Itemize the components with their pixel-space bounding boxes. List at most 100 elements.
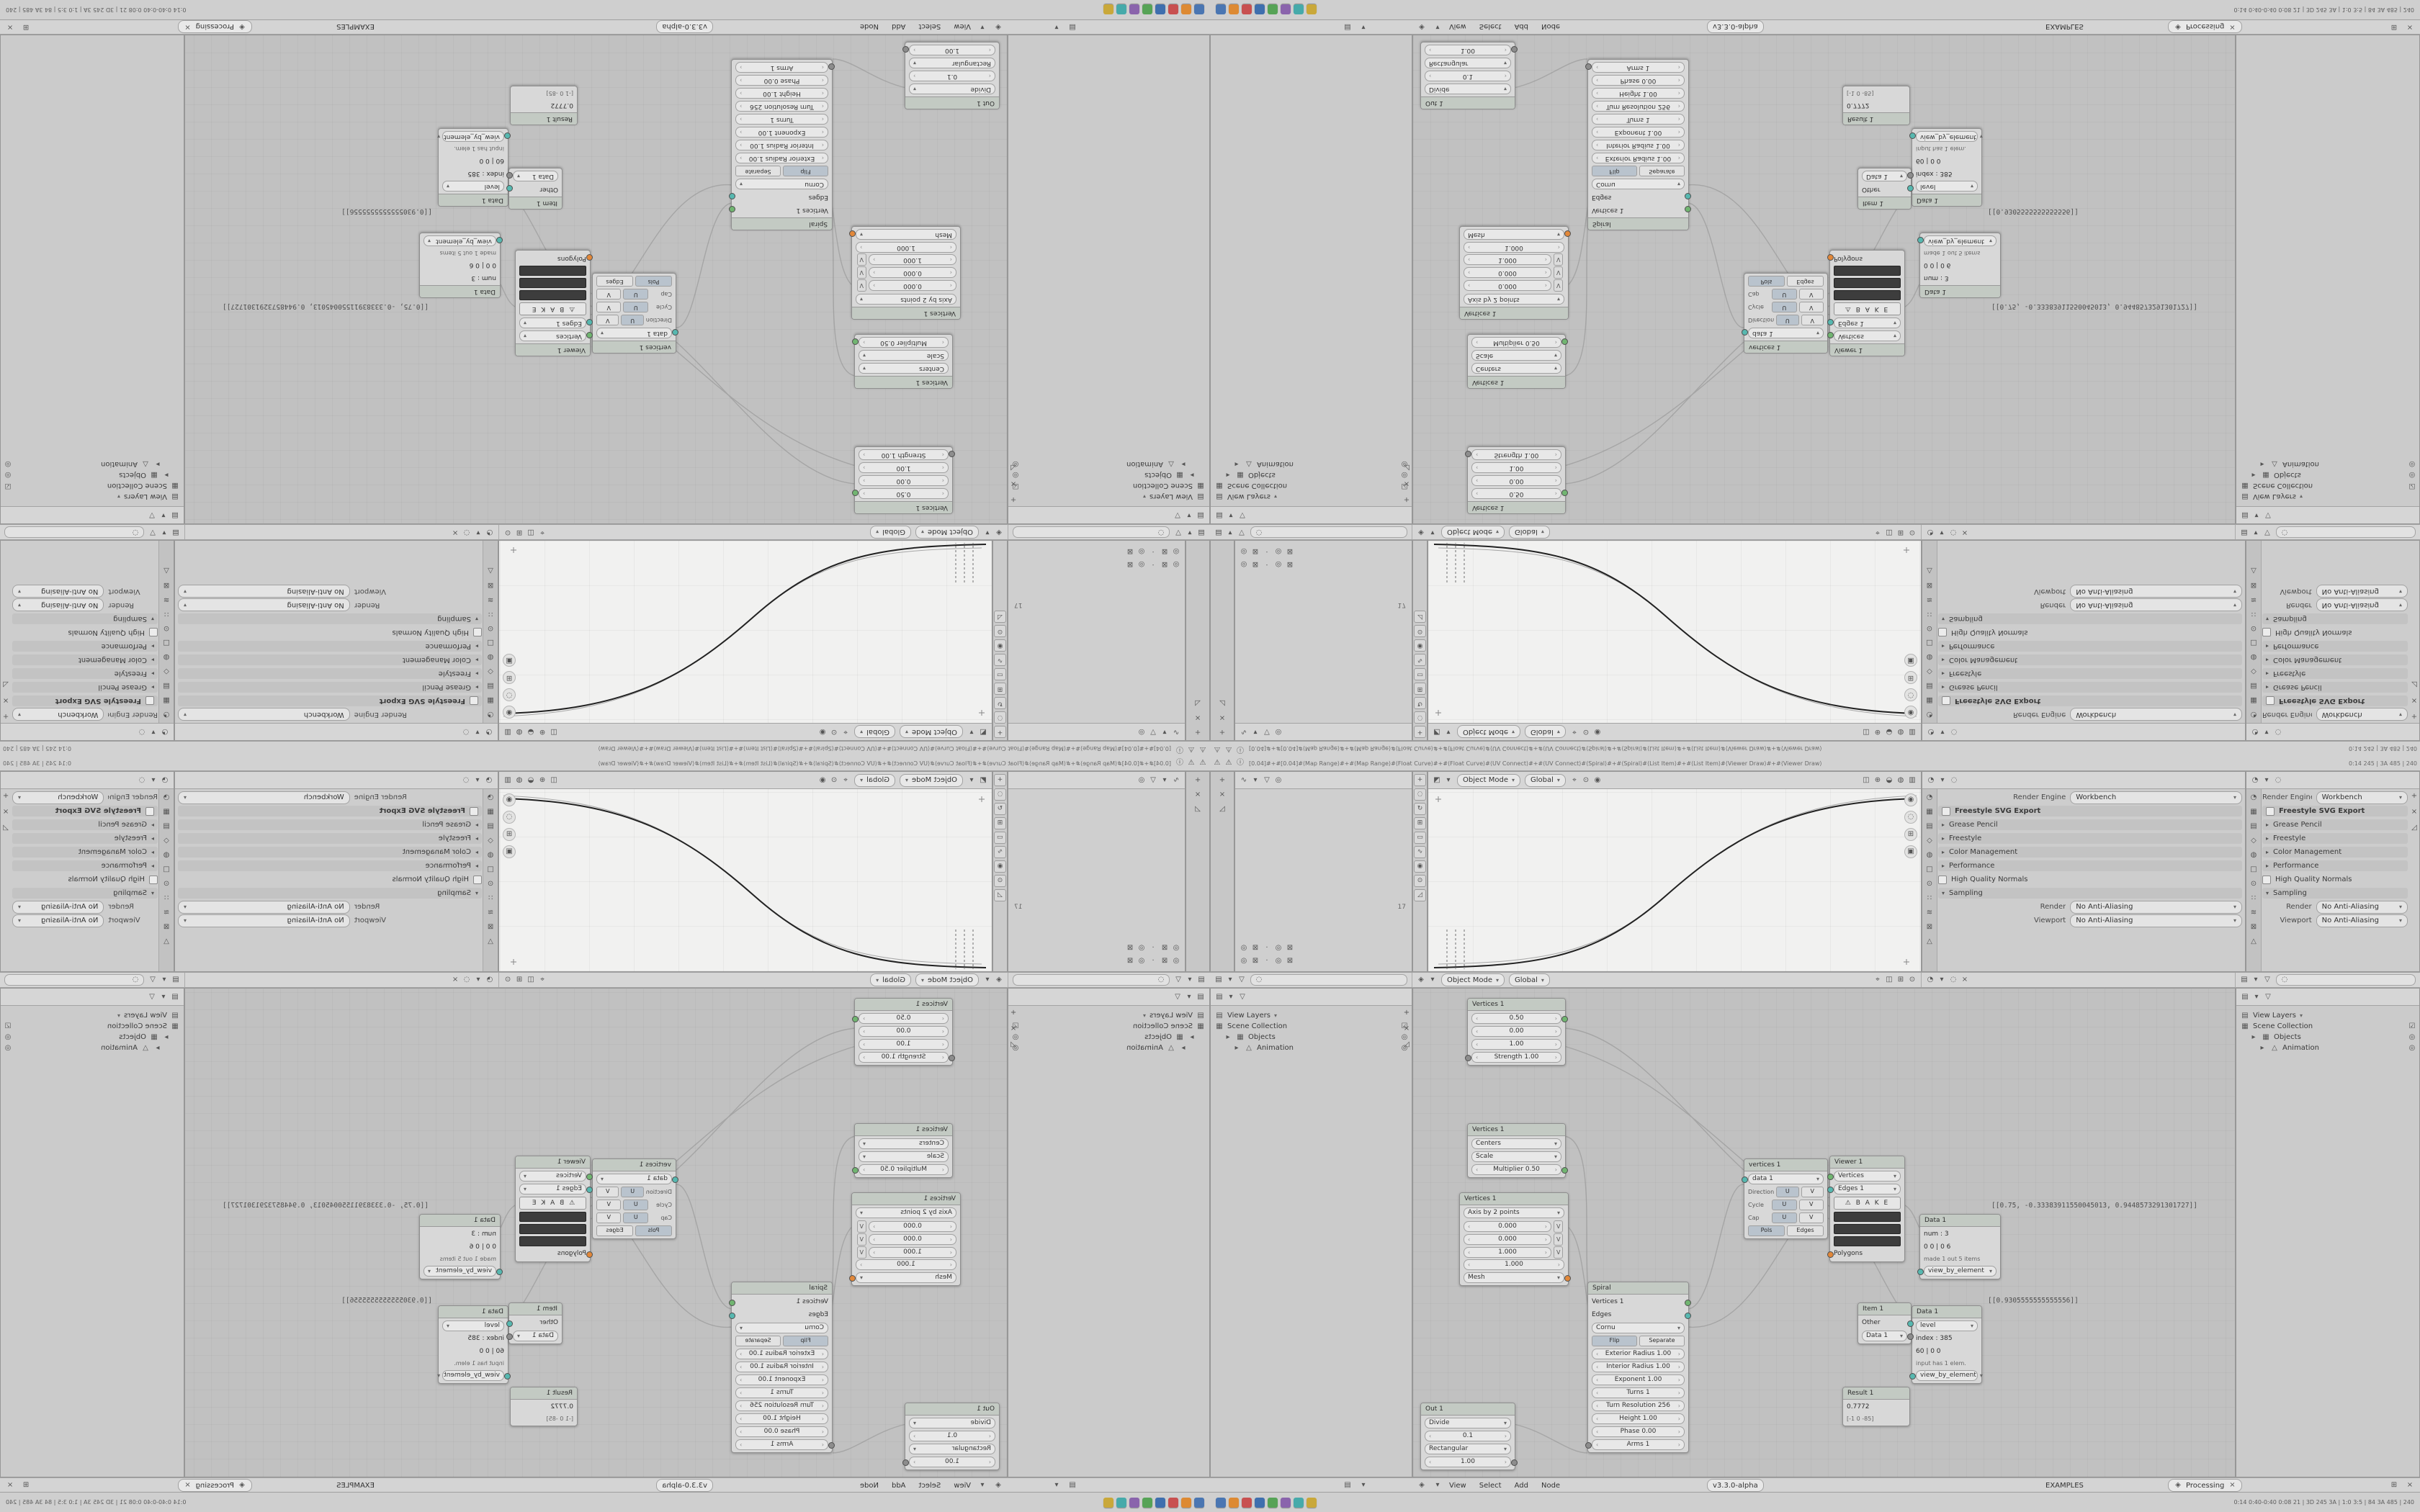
menu-view[interactable]: View <box>954 22 971 31</box>
modifier-icon[interactable]: ⊙ <box>1926 880 1933 888</box>
socket[interactable] <box>506 1320 513 1327</box>
panel-grease-pencil[interactable]: ▸Grease Pencil <box>2262 682 2408 693</box>
plus-icon[interactable]: + <box>1403 495 1410 503</box>
panel-sampling[interactable]: ▾Sampling <box>12 613 158 624</box>
mode-select[interactable]: Object Mode▾ <box>1457 773 1521 787</box>
node-field[interactable]: ‹1.00› <box>1471 1039 1561 1050</box>
panel-freestyle-svg[interactable]: Freestyle SVG Export <box>2262 696 2408 706</box>
overlay-icon[interactable]: ◫ <box>1863 728 1870 737</box>
socket[interactable] <box>506 172 513 179</box>
socket[interactable] <box>1561 1167 1568 1174</box>
node-header[interactable]: vertices 1 <box>593 1159 676 1171</box>
node-header[interactable]: Data 1 <box>420 285 500 297</box>
color-swatch[interactable] <box>519 1236 586 1246</box>
node-field[interactable]: ‹Turns 1› <box>1592 1387 1685 1398</box>
eye-icon[interactable]: ◎ <box>4 1043 12 1052</box>
editor-outliner-icon[interactable]: ▤ <box>1215 528 1222 536</box>
hq-normals-row[interactable]: High Quality Normals <box>2262 627 2408 638</box>
filter-icon[interactable]: ▽ <box>149 511 155 520</box>
shading-icon[interactable]: ◒ <box>527 775 534 784</box>
output-icon[interactable]: ▦ <box>1926 696 1933 704</box>
panel-freestyle[interactable]: ▸ Freestyle <box>1938 668 2242 679</box>
render-aa-select[interactable]: No Anti-Aliasing▾ <box>2316 900 2408 914</box>
socket[interactable] <box>1742 329 1748 336</box>
panel-performance[interactable]: ▸Performance <box>12 641 158 652</box>
grid-icon[interactable]: ⊞ <box>516 528 523 536</box>
node-field[interactable]: ‹1.000› <box>1464 242 1564 253</box>
close-icon[interactable]: × <box>6 1481 14 1489</box>
info-icon[interactable]: ⓘ <box>1237 745 1244 753</box>
modifier-icon[interactable]: ⊙ <box>2250 624 2257 632</box>
node-dropdown[interactable]: Vertices▾ <box>519 330 593 341</box>
xray-icon[interactable]: ▥ <box>1909 775 1916 784</box>
hq-normals-row[interactable]: High Quality Normals <box>178 874 482 885</box>
socket[interactable] <box>729 193 735 199</box>
viewlayer-icon[interactable]: ▤ <box>487 682 494 690</box>
toggle-option[interactable]: Separate <box>1639 1336 1685 1346</box>
search-icon[interactable]: ◌ <box>138 728 145 737</box>
corner-icon[interactable]: ◿ <box>2411 824 2417 832</box>
color-swatch[interactable] <box>1834 1212 1901 1222</box>
node-header[interactable]: Vertices 1 <box>855 1124 952 1136</box>
output-icon[interactable]: ▦ <box>487 696 494 704</box>
node-field[interactable]: ‹0.50› <box>852 1013 949 1024</box>
node-dropdown[interactable]: data 1▾ <box>596 328 678 338</box>
taskbar-icon[interactable] <box>1168 1497 1178 1508</box>
node-header[interactable]: Out 1 <box>905 1403 999 1416</box>
panel-grease-pencil[interactable]: ▸Grease Pencil <box>12 819 158 830</box>
toggle-option[interactable]: Pols <box>1748 1225 1785 1236</box>
editor-outliner-icon[interactable]: ▤ <box>2241 992 2249 1001</box>
particles-icon[interactable]: ∷ <box>1927 894 1932 902</box>
constraint-icon[interactable]: ⊠ <box>163 581 170 589</box>
filter-icon[interactable]: ▽ <box>2264 976 2270 984</box>
data-icon[interactable]: △ <box>163 567 169 575</box>
axis-tag[interactable]: V <box>1554 279 1564 292</box>
close-icon[interactable]: × <box>1194 714 1201 721</box>
physics-icon[interactable]: ≋ <box>2250 595 2257 603</box>
shading-icon[interactable]: ◒ <box>1886 728 1893 737</box>
viewlayer-icon[interactable]: ▤ <box>163 682 170 690</box>
editor-outliner-icon[interactable]: ▤ <box>1216 511 1223 520</box>
close-icon[interactable]: × <box>2411 808 2418 816</box>
node-dropdown[interactable]: Mesh▾ <box>1464 229 1571 240</box>
filter-icon[interactable]: ▽ <box>2265 511 2271 520</box>
node-field[interactable]: ‹1.00› <box>1471 462 1561 473</box>
panel-sampling[interactable]: ▾ Sampling <box>1938 613 2242 624</box>
proportional-icon[interactable]: ◉ <box>1594 775 1601 784</box>
panel-sampling[interactable]: ▾ Sampling <box>1938 888 2242 899</box>
tool-button-2[interactable]: ◌ <box>1414 711 1426 724</box>
dot-icon[interactable]: · <box>1152 944 1155 952</box>
corner-icon[interactable]: ◿ <box>1219 699 1225 707</box>
outliner-row-scene-collection[interactable]: ▦ Scene Collection ☑ <box>1012 1022 1204 1031</box>
info-icon[interactable]: ⓘ <box>1176 759 1183 767</box>
snap-icon[interactable]: ⊙ <box>504 976 511 984</box>
outliner-row-objects[interactable]: ▸ ▦ Objects ◎ <box>4 1032 179 1043</box>
eye-icon[interactable]: ◎ <box>2408 1032 2416 1041</box>
close-icon[interactable]: × <box>2229 23 2236 31</box>
chevron-down-icon[interactable]: ▾ <box>1054 1481 1059 1489</box>
menu-add[interactable]: Add <box>892 22 906 31</box>
tool-button-7[interactable]: ◉ <box>1414 860 1426 873</box>
outliner-row-animation[interactable]: ▸ △ Animation ◎ <box>1215 1043 1409 1053</box>
taskbar-icon[interactable] <box>1142 4 1152 15</box>
toggle-option[interactable]: Flip <box>783 166 828 176</box>
chevron-down-icon[interactable]: ▾ <box>985 976 990 984</box>
menu-node[interactable]: Node <box>1541 1481 1561 1490</box>
modifier-icon[interactable]: ⊙ <box>163 624 170 632</box>
zoom-icon[interactable]: ◌ <box>503 688 516 701</box>
toggle-option[interactable]: Edges <box>596 276 633 287</box>
node-dropdown[interactable]: level▾ <box>1916 181 1978 192</box>
data-icon[interactable]: △ <box>1927 567 1932 575</box>
axis-ball-icon[interactable]: ◉ <box>503 793 516 806</box>
node-field[interactable]: ‹Height 1.00› <box>1592 88 1685 99</box>
lock-icon[interactable]: ⊠ <box>1126 560 1134 568</box>
viewlayer-icon[interactable]: ▤ <box>2250 682 2257 690</box>
editor-props-icon[interactable]: ◔ <box>486 976 493 984</box>
node-field[interactable]: ‹1.000›V <box>856 253 956 266</box>
